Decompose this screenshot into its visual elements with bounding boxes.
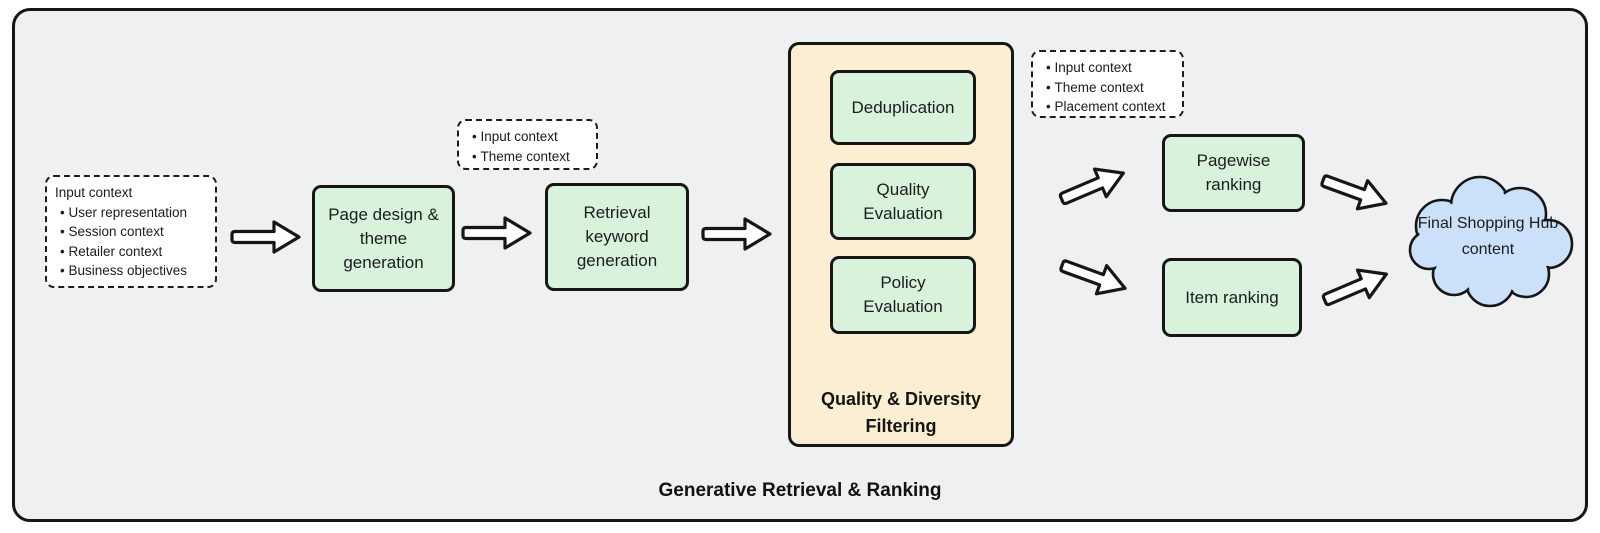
input-context-box: Input context User representation Sessio… bbox=[45, 175, 217, 288]
context-item: Theme context bbox=[467, 147, 588, 167]
final-content-cloud bbox=[1402, 168, 1574, 310]
context-item: Placement context bbox=[1041, 97, 1174, 117]
context-item: Input context bbox=[1041, 58, 1174, 78]
node-item-ranking-label: Item ranking bbox=[1185, 287, 1279, 307]
context-item: Theme context bbox=[1041, 78, 1174, 98]
node-pagewise-ranking-label: Pagewise ranking bbox=[1196, 151, 1271, 194]
context-item: User representation bbox=[55, 203, 207, 223]
node-pagewise-ranking: Pagewise ranking bbox=[1162, 134, 1305, 212]
node-quality-evaluation: Quality Evaluation bbox=[830, 163, 976, 240]
context-item: Business objectives bbox=[55, 261, 207, 281]
context-item: Retailer context bbox=[55, 242, 207, 262]
final-content-label: Final Shopping Hub content bbox=[1417, 215, 1559, 258]
node-deduplication-label: Deduplication bbox=[851, 97, 955, 117]
placement-context-box: Input context Theme context Placement co… bbox=[1031, 50, 1184, 118]
arrow-retrieval-to-filtering-icon bbox=[699, 214, 775, 254]
node-policy-evaluation-label: Policy Evaluation bbox=[863, 273, 943, 316]
input-context-title: Input context bbox=[55, 185, 133, 200]
node-item-ranking: Item ranking bbox=[1162, 258, 1302, 337]
node-page-design-label: Page design & theme generation bbox=[328, 204, 439, 272]
node-retrieval-keyword: Retrieval keyword generation bbox=[545, 183, 689, 291]
node-page-design: Page design & theme generation bbox=[312, 185, 455, 292]
arrow-page-design-to-retrieval-icon bbox=[459, 213, 535, 253]
node-retrieval-keyword-label: Retrieval keyword generation bbox=[576, 203, 658, 270]
arrow-input-to-page-design-icon bbox=[228, 217, 304, 257]
context-item: Input context bbox=[467, 127, 588, 147]
context-item: Session context bbox=[55, 222, 207, 242]
node-deduplication: Deduplication bbox=[830, 70, 976, 145]
cloud-icon bbox=[1408, 175, 1574, 308]
diagram-title: Generative Retrieval & Ranking bbox=[658, 480, 942, 501]
theme-context-box: Input context Theme context bbox=[457, 119, 598, 170]
node-policy-evaluation: Policy Evaluation bbox=[830, 256, 976, 334]
node-quality-evaluation-label: Quality Evaluation bbox=[863, 179, 943, 223]
filtering-group-label: Quality & Diversity Filtering bbox=[820, 389, 982, 436]
